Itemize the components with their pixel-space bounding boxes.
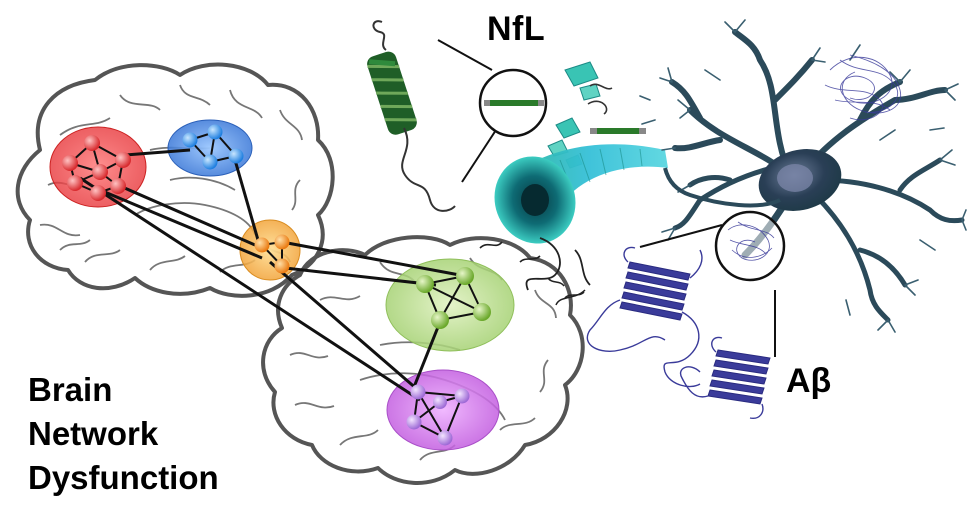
red-node [84, 135, 100, 151]
green-cluster-nodes [416, 267, 491, 329]
red-node [110, 178, 126, 194]
nfl-filament-segment [488, 100, 540, 106]
orange-node [254, 237, 270, 253]
orange-node [274, 258, 290, 274]
nfl-label: NfL [487, 10, 546, 48]
red-cluster-nodes [62, 135, 131, 201]
purple-node [410, 384, 426, 400]
purple-node [406, 414, 422, 430]
green-node [456, 267, 474, 285]
orange-cluster-nodes [254, 234, 290, 274]
red-node [67, 175, 83, 191]
neuron-axon [663, 167, 781, 208]
purple-node [433, 395, 447, 409]
red-node [62, 155, 78, 171]
orange-node [274, 234, 290, 250]
orange-region [239, 219, 301, 281]
abeta-label: Aβ [786, 362, 832, 400]
abeta-fibril-left [586, 246, 703, 373]
left-brain-outline [15, 62, 335, 298]
green-node [431, 311, 449, 329]
fragment-scribbles [479, 241, 585, 299]
abeta-callout [639, 210, 786, 357]
red-node [92, 164, 108, 180]
abeta-fibril-right [664, 336, 771, 419]
neuron-fine-branches [639, 19, 967, 333]
label-line-network: Network [28, 415, 159, 452]
blue-node [228, 148, 244, 164]
red-node [90, 185, 106, 201]
abeta-magnified-tangle [727, 221, 775, 261]
blue-node [182, 132, 198, 148]
purple-cluster-nodes [406, 384, 470, 446]
network-connections [79, 148, 466, 402]
purple-node [437, 430, 453, 446]
nfl-callout [437, 39, 548, 183]
blue-cluster-nodes [182, 124, 244, 170]
neuron-tangle [824, 54, 902, 121]
neuron-nucleus [777, 164, 813, 192]
label-line-brain: Brain [28, 371, 113, 408]
green-node [473, 303, 491, 321]
neurofilament-tube [494, 144, 668, 306]
nfl-dimer-segment [590, 128, 646, 134]
neuron [639, 19, 967, 333]
purple-node [454, 388, 470, 404]
blue-node [202, 154, 218, 170]
red-node [115, 152, 131, 168]
nfl-helix [367, 20, 456, 212]
label-line-dysfunction: Dysfunction [28, 459, 219, 496]
blue-node [207, 124, 223, 140]
brain-network-dysfunction-label: Brain Network Dysfunction [28, 368, 219, 500]
green-node [416, 275, 434, 293]
right-brain-outline [261, 235, 585, 485]
